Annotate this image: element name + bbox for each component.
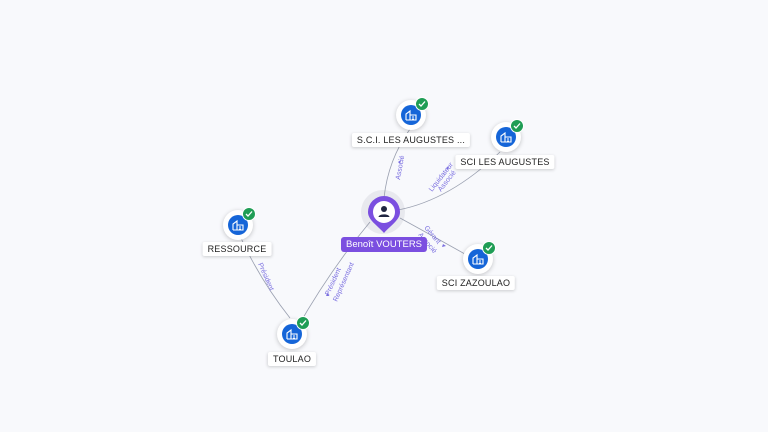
arrow-marker <box>446 166 449 170</box>
building-icon <box>401 105 421 125</box>
company-label-sci-zazoulao[interactable]: SCI ZAZOULAO <box>436 276 516 290</box>
verified-check-icon <box>482 241 496 255</box>
building-icon <box>468 249 488 269</box>
verified-check-icon <box>415 97 429 111</box>
building-icon <box>228 215 248 235</box>
company-node-ressource[interactable] <box>223 207 256 240</box>
arrow-marker <box>442 244 446 247</box>
company-node-sci-augustes-dots[interactable] <box>396 97 429 130</box>
building-icon <box>282 324 302 344</box>
edge-label-associe: Associé <box>395 155 406 180</box>
verified-check-icon <box>296 316 310 330</box>
arrow-marker <box>326 292 329 296</box>
person-name-label[interactable]: Benoît VOUTERS <box>340 237 428 252</box>
company-label-ressource[interactable]: RESSOURCE <box>202 242 272 256</box>
company-label-sci-les-augustes[interactable]: SCI LES AUGUSTES <box>455 155 555 169</box>
person-pin-icon[interactable] <box>367 196 401 239</box>
verified-check-icon <box>242 207 256 221</box>
company-node-sci-zazoulao[interactable] <box>463 241 496 274</box>
edge-label-president: Président <box>256 262 274 292</box>
company-label-toulao[interactable]: TOULAO <box>267 352 317 366</box>
verified-check-icon <box>510 119 524 133</box>
arrow-marker <box>398 160 401 164</box>
company-node-toulao[interactable] <box>277 316 310 349</box>
building-icon <box>496 127 516 147</box>
company-label-sci-augustes-dots[interactable]: S.C.I. LES AUGUSTES ... <box>351 133 471 147</box>
company-node-sci-les-augustes[interactable] <box>491 119 524 152</box>
